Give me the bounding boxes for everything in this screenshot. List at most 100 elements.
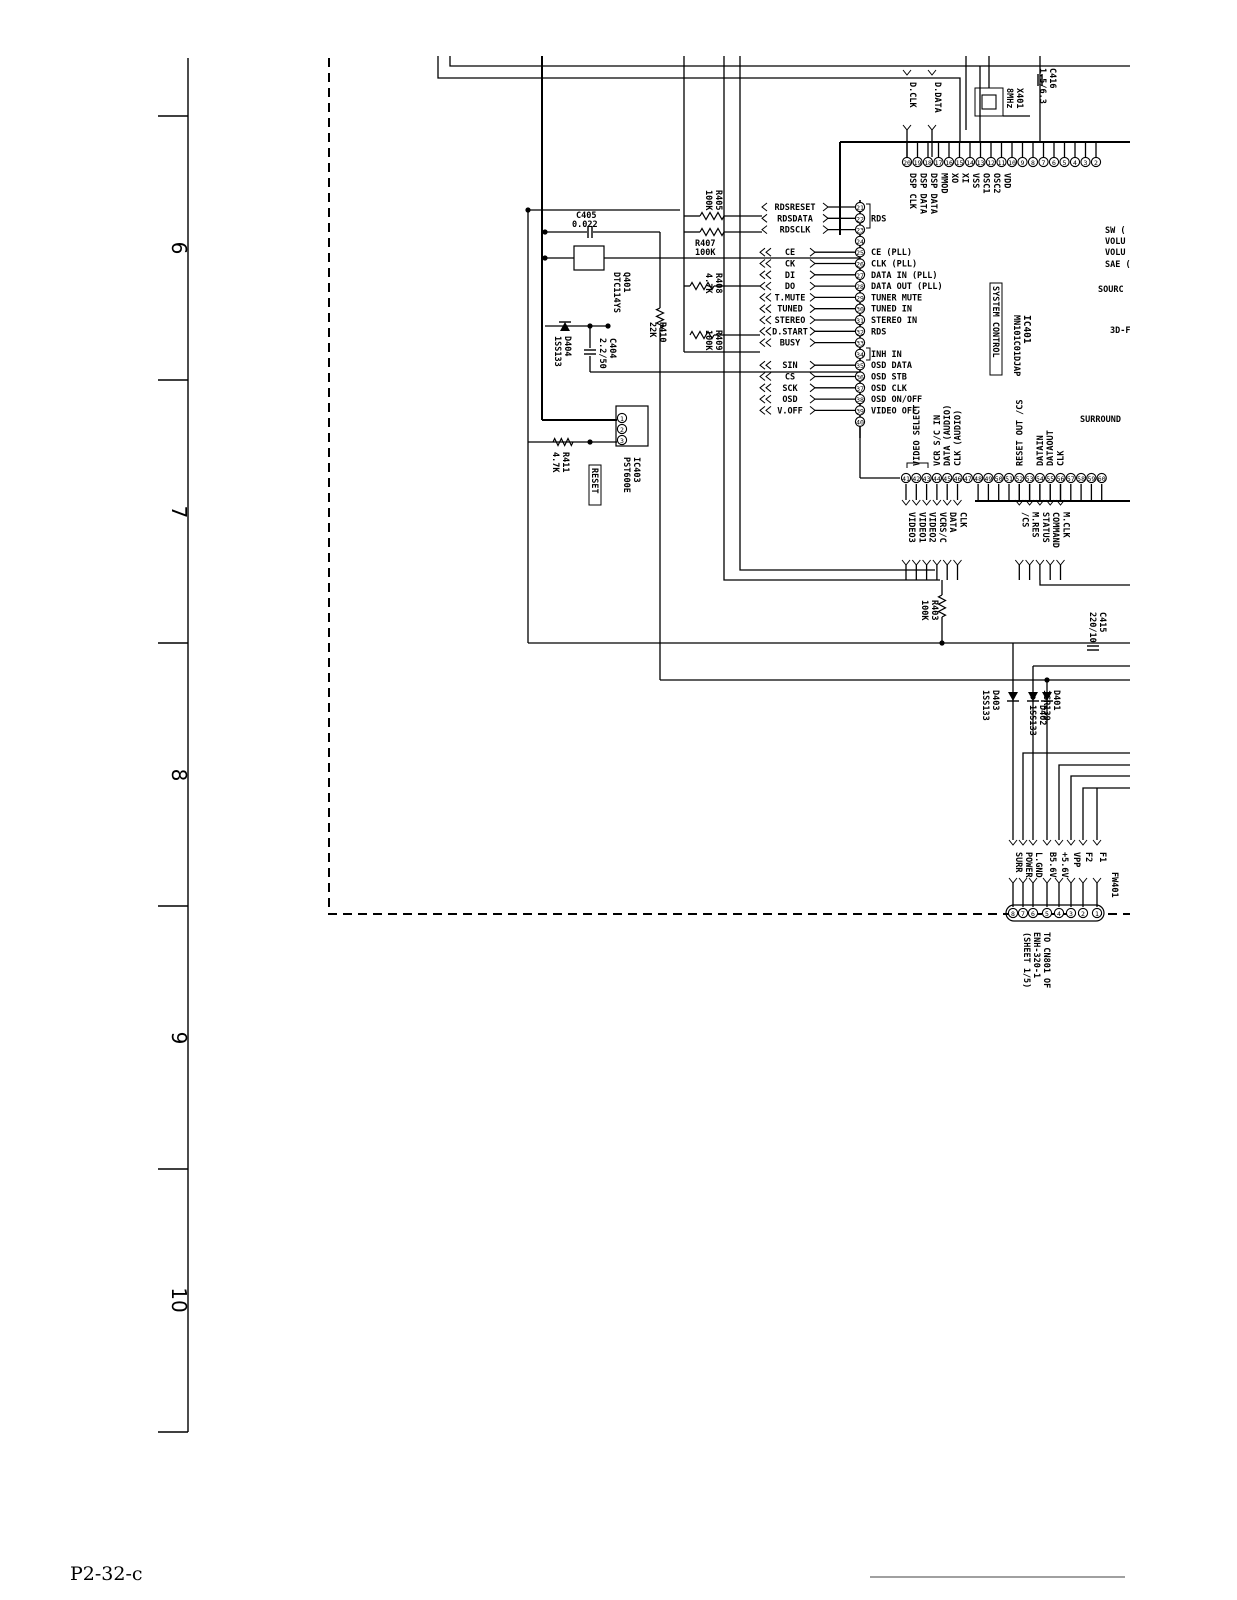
ic401-left-signal: T.MUTE	[775, 293, 806, 303]
r407-value: 100K	[695, 248, 716, 258]
ic401-bottom-signal: M.CLK	[1061, 512, 1071, 538]
pin-circle	[1038, 156, 1049, 168]
ic401-left-pin: 30	[854, 303, 866, 314]
zone-marker: 7	[167, 506, 191, 519]
pin-circle	[983, 472, 994, 484]
pin-number: 53	[1026, 475, 1034, 483]
pin-circle	[1017, 156, 1028, 168]
q401-ref: Q401	[621, 272, 631, 292]
pin-number: 47	[964, 475, 972, 483]
right-cut-label: SW (	[1105, 226, 1125, 236]
ic401-left-pin-name: OSD DATA	[871, 361, 912, 371]
r407-resistor	[699, 227, 725, 237]
pin-number: 2	[1094, 159, 1098, 167]
ic401-left-signal: D.START	[772, 327, 808, 337]
left-chevron	[765, 360, 772, 370]
pin-number: 9	[1021, 159, 1025, 167]
ic401-bottom-pin: 48	[972, 472, 984, 484]
c416-value: 1.5/6.3	[1037, 68, 1047, 104]
pin-circle	[933, 156, 944, 168]
d404-value: 1SS133	[552, 336, 562, 367]
ic401-bottom-signal: VIDEO2	[927, 512, 937, 543]
r411-value: 4.7K	[550, 452, 560, 473]
connector-chevron	[1066, 877, 1076, 884]
right-chevron	[809, 281, 816, 291]
tag-right	[822, 213, 829, 223]
pin-circle	[616, 412, 628, 424]
d403-diode	[1007, 692, 1019, 702]
ic401-top-pin-name: MMOD	[939, 173, 949, 193]
pin-number: 6	[1052, 159, 1056, 167]
pin-number: 22	[856, 215, 864, 223]
connector-chevron	[1028, 839, 1038, 846]
fw401-pin: 2	[1077, 907, 1089, 919]
left-chevron	[759, 406, 766, 415]
fw401-signal: L.GND	[1033, 852, 1043, 878]
ic401-part-number: MN101C01DJAP	[1011, 315, 1021, 376]
pin-number: 1	[620, 415, 624, 423]
bundle	[1082, 787, 1130, 840]
ic401-left-pin: 29	[854, 292, 866, 303]
bottom-chevron	[1056, 559, 1065, 566]
left-chevron	[759, 326, 766, 336]
fw401-signal: +5.6V	[1059, 852, 1069, 878]
pin-circle	[1090, 156, 1102, 168]
pin-circle	[1065, 907, 1077, 919]
ic401-left-pin: 27	[854, 269, 866, 280]
ic401-bottom-signal: COMMAND	[1050, 512, 1060, 548]
pin-circle	[996, 156, 1007, 168]
pin-circle	[1034, 472, 1046, 484]
r405-ref: R405	[713, 190, 723, 210]
fw401-pin: 7	[1017, 907, 1029, 919]
pin-number: 13	[977, 159, 985, 167]
top-signal-label: D.CLK	[907, 82, 917, 108]
pin-number: 4	[1073, 159, 1077, 167]
connector-chevron	[1078, 877, 1088, 884]
ic401-left-pin-name: TUNED IN	[871, 305, 912, 315]
ic401-left-pin: 40	[854, 416, 866, 427]
c404-capacitor	[584, 349, 596, 355]
ic401-top-pin-name: DSP DATA	[928, 173, 938, 214]
ic401-top-pin: 16	[943, 156, 955, 168]
pin-circle	[1003, 472, 1015, 484]
ic401-bottom-signal: CLK	[958, 512, 968, 528]
top-chevron	[1056, 499, 1065, 506]
page-number: P2-32-c	[70, 1563, 143, 1585]
wire	[437, 56, 961, 142]
ic401-left-signal: OSD	[782, 395, 797, 405]
ic401-left-pin: 37	[854, 382, 866, 393]
tag-right	[822, 225, 829, 234]
left-chevron	[759, 372, 766, 381]
ic401-left-pin-name: VIDEO OFF	[871, 406, 917, 416]
d402-value: 1SS133	[1027, 705, 1037, 736]
ic401-bottom-pin-name: DATAIN	[1036, 435, 1046, 466]
ic401-bottom-signal: DATA	[947, 512, 957, 532]
ic403-pin: 3	[616, 434, 628, 446]
wire-loop	[739, 56, 935, 571]
pin-number: 40	[856, 419, 864, 427]
left-chevron	[759, 383, 766, 393]
x401-ref: X401	[1014, 88, 1024, 108]
ic401-left-signal: SIN	[782, 361, 797, 371]
r403-value: 100K	[919, 600, 929, 621]
pin-circle	[922, 156, 934, 168]
pin-circle	[854, 235, 866, 247]
ic401-top-pin: 14	[964, 156, 976, 168]
pin-number: 39	[856, 407, 864, 415]
pin-number: 2	[620, 426, 624, 434]
wire-loop	[723, 56, 940, 581]
ic401-bottom-pin: 45	[942, 472, 953, 484]
ic401-bottom-pin-name: DATAOUT	[1046, 430, 1056, 466]
pin-circle	[964, 156, 976, 168]
ic401-bottom-pin: 54	[1034, 472, 1046, 484]
connector-chevron	[1066, 839, 1076, 846]
pin-number: 56	[1057, 475, 1065, 483]
ic401-left-pin-name: RDS	[871, 327, 886, 337]
left-chevron	[759, 304, 766, 314]
ic401-left-pin: 21	[854, 201, 866, 213]
r409-value: 100K	[703, 330, 713, 351]
d403-value: 1SS133	[980, 690, 990, 721]
r408-ref: R408	[713, 273, 723, 293]
ic401-top-pin: 20	[901, 156, 913, 168]
